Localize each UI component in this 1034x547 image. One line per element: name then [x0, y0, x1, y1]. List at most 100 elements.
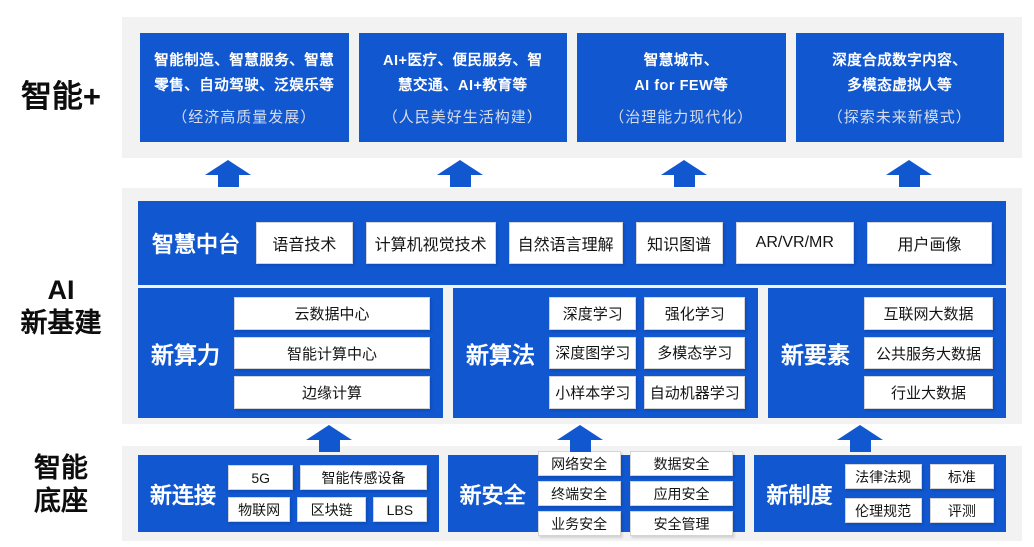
arrow-shaft	[569, 440, 591, 452]
application-box-economy: 智能制造、智慧服务、智慧 零售、自动驾驶、泛娱乐等 （经济高质量发展）	[140, 33, 349, 142]
pillar-chip-grid: 网络安全 数据安全 终端安全 应用安全 业务安全 安全管理	[537, 451, 734, 536]
chip-5g: 5G	[228, 465, 294, 490]
chip-reinforcement-learning: 强化学习	[644, 297, 745, 330]
chip-industry-big-data: 行业大数据	[864, 376, 993, 410]
pillar-label: 新算力	[151, 342, 220, 368]
application-text: 慧交通、AI+教育等	[398, 77, 528, 94]
chip-standards: 标准	[929, 464, 994, 489]
chip-automl: 自动机器学习	[644, 376, 745, 409]
pillar-connectivity: 新连接 5G 智能传感设备 物联网 区块链 LBS	[138, 455, 439, 532]
chip-security-management: 安全管理	[629, 511, 734, 536]
pillar-row: 新算力 云数据中心 智能计算中心 边缘计算 新算法 深度学习 强化学习 深度图学…	[138, 288, 1006, 418]
application-box-governance: 智慧城市、 AI for FEW等 （治理能力现代化）	[577, 33, 786, 142]
chip-laws-regulations: 法律法规	[844, 464, 922, 489]
label-smart-plus: 智能+	[0, 71, 122, 116]
pillar-chip-stack: 互联网大数据 公共服务大数据 行业大数据	[864, 297, 993, 410]
label-ai-new-infrastructure: AI 新基建	[0, 274, 122, 340]
arrow-shaft	[673, 175, 695, 187]
application-text: AI for FEW等	[634, 77, 729, 94]
tech-chip-computer-vision: 计算机视觉技术	[365, 222, 496, 264]
pillar-chip-grid: 法律法规 标准 伦理规范 评测	[844, 464, 994, 523]
chip-row: 5G 智能传感设备	[228, 465, 427, 490]
application-text: 零售、自动驾驶、泛娱乐等	[154, 77, 335, 94]
label-ai-line: AI	[47, 275, 75, 305]
up-arrow-icon	[837, 425, 883, 452]
tech-chip-ar-vr-mr: AR/VR/MR	[735, 222, 855, 264]
pillar-label: 新制度	[766, 482, 833, 508]
chip-deep-graph-learning: 深度图学习	[549, 336, 637, 370]
chip-deep-learning: 深度学习	[549, 297, 637, 330]
chip-ethics-norms: 伦理规范	[844, 498, 922, 523]
arrow-head	[661, 160, 707, 175]
chip-network-security: 网络安全	[537, 451, 621, 476]
pillar-label: 新算法	[466, 342, 535, 368]
chip-iot: 物联网	[228, 497, 291, 522]
tech-chip-knowledge-graph: 知识图谱	[635, 222, 723, 264]
arrow-head	[837, 425, 883, 440]
chip-edge-computing: 边缘计算	[234, 376, 430, 410]
chip-cloud-data-center: 云数据中心	[234, 297, 430, 330]
chip-endpoint-security: 终端安全	[537, 481, 621, 506]
pillar-label: 新连接	[150, 482, 217, 508]
application-text: 多模态虚拟人等	[847, 77, 953, 94]
ai-infrastructure-panel: 智慧中台 语音技术 计算机视觉技术 自然语言理解 知识图谱 AR/VR/MR 用…	[122, 188, 1022, 424]
arrow-head	[886, 160, 932, 175]
chip-multimodal-learning: 多模态学习	[644, 336, 745, 370]
up-arrow-icon	[306, 425, 352, 452]
smart-base-panel: 新连接 5G 智能传感设备 物联网 区块链 LBS 新安全 网络安全 数据安全 …	[122, 446, 1022, 541]
up-arrow-icon	[557, 425, 603, 452]
tech-chip-user-profile: 用户画像	[867, 222, 992, 264]
up-arrow-icon	[661, 160, 707, 187]
application-text: 智能制造、智慧服务、智慧	[154, 52, 335, 69]
chip-ai-computing-center: 智能计算中心	[234, 336, 430, 370]
label-smart-plus-text: 智能+	[20, 79, 102, 114]
chip-smart-sensors: 智能传感设备	[300, 465, 427, 490]
pillar-security: 新安全 网络安全 数据安全 终端安全 应用安全 业务安全 安全管理	[447, 451, 746, 536]
label-infra-line: 新基建	[20, 308, 102, 338]
arrow-shaft	[849, 440, 871, 452]
pillar-chip-grid: 深度学习 强化学习 深度图学习 多模态学习 小样本学习 自动机器学习	[549, 297, 745, 409]
chip-internet-big-data: 互联网大数据	[864, 297, 993, 330]
arrow-head	[205, 160, 251, 175]
arrow-shaft	[217, 175, 239, 187]
up-arrow-icon	[886, 160, 932, 187]
arrow-shaft	[318, 440, 340, 452]
pillar-chip-stack: 云数据中心 智能计算中心 边缘计算	[234, 297, 430, 410]
application-note: （治理能力现代化）	[609, 108, 754, 126]
application-note: （探索未来新模式）	[827, 108, 972, 126]
application-box-life: AI+医疗、便民服务、智 慧交通、AI+教育等 （人民美好生活构建）	[358, 33, 567, 142]
pillar-computing-power: 新算力 云数据中心 智能计算中心 边缘计算	[138, 288, 443, 418]
arrow-head	[306, 425, 352, 440]
up-arrow-icon	[205, 160, 251, 187]
arrow-shaft	[449, 175, 471, 187]
smart-platform-label: 智慧中台	[152, 232, 241, 257]
pillar-label: 新要素	[781, 342, 850, 368]
arrow-head	[557, 425, 603, 440]
chip-application-security: 应用安全	[629, 481, 734, 506]
application-text: AI+医疗、便民服务、智	[383, 52, 543, 69]
chip-blockchain: 区块链	[297, 497, 367, 522]
chip-public-service-big-data: 公共服务大数据	[864, 336, 993, 370]
pillar-institutions: 新制度 法律法规 标准 伦理规范 评测	[754, 455, 1006, 532]
chip-business-security: 业务安全	[537, 511, 621, 536]
label-smart-base: 智能 底座	[0, 452, 122, 518]
chip-lbs: LBS	[373, 497, 427, 522]
up-arrow-icon	[437, 160, 483, 187]
application-text: 深度合成数字内容、	[832, 52, 968, 69]
arrow-head	[437, 160, 483, 175]
pillar-algorithms: 新算法 深度学习 强化学习 深度图学习 多模态学习 小样本学习 自动机器学习	[453, 288, 758, 418]
pillar-label: 新安全	[459, 482, 526, 508]
tech-chip-speech: 语音技术	[256, 222, 353, 264]
chip-data-security: 数据安全	[629, 451, 734, 476]
pillar-data-elements: 新要素 互联网大数据 公共服务大数据 行业大数据	[768, 288, 1006, 418]
label-base-line1: 智能	[34, 453, 88, 483]
smart-plus-panel: 智能制造、智慧服务、智慧 零售、自动驾驶、泛娱乐等 （经济高质量发展） AI+医…	[122, 17, 1022, 158]
tech-chip-nlu: 自然语言理解	[508, 222, 623, 264]
pillar-chip-rows: 5G 智能传感设备 物联网 区块链 LBS	[228, 465, 427, 522]
chip-few-shot-learning: 小样本学习	[549, 376, 637, 409]
application-note: （人民美好生活构建）	[382, 108, 543, 126]
application-note: （经济高质量发展）	[172, 108, 317, 126]
arrow-shaft	[898, 175, 920, 187]
label-base-line2: 底座	[34, 486, 88, 516]
application-text: 智慧城市、	[643, 52, 719, 69]
